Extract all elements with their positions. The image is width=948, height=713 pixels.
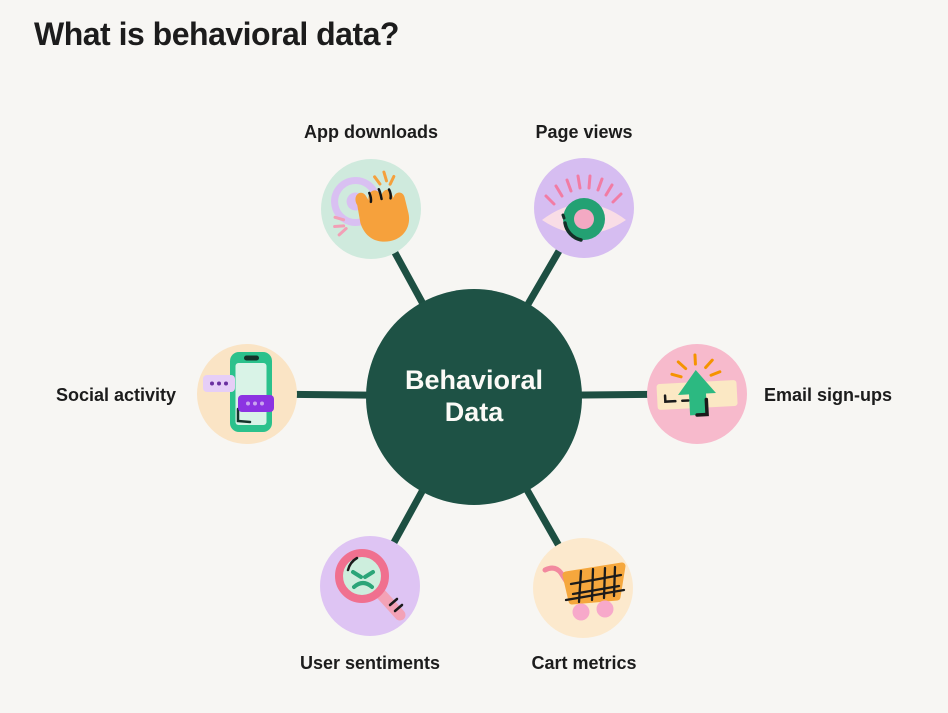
label-social-activity: Social activity — [55, 385, 176, 405]
label-app-downloads: App downloads — [304, 122, 438, 142]
eye-icon — [542, 174, 626, 242]
node-cart-metrics — [533, 538, 633, 638]
label-page-views: Page views — [535, 122, 633, 142]
center-node-label: Behavioral Data — [404, 365, 544, 427]
center-node-behavioral-data: Behavioral Data — [366, 289, 582, 505]
label-email-sign-ups: Email sign-ups — [764, 385, 893, 405]
node-app-downloads — [321, 159, 421, 259]
node-email-sign-ups — [647, 344, 747, 444]
node-user-sentiments — [320, 536, 420, 636]
shopping-cart-icon — [542, 562, 626, 621]
node-page-views — [534, 158, 634, 258]
node-social-activity — [197, 344, 297, 444]
label-cart-metrics: Cart metrics — [531, 653, 637, 673]
magnifier-angry-face-icon — [335, 549, 406, 621]
label-user-sentiments: User sentiments — [299, 653, 441, 673]
tap-hand-icon — [331, 170, 410, 242]
page-title: What is behavioral data? — [34, 16, 399, 52]
cursor-click-signup-icon — [656, 353, 738, 417]
phone-chat-icon — [203, 352, 274, 432]
